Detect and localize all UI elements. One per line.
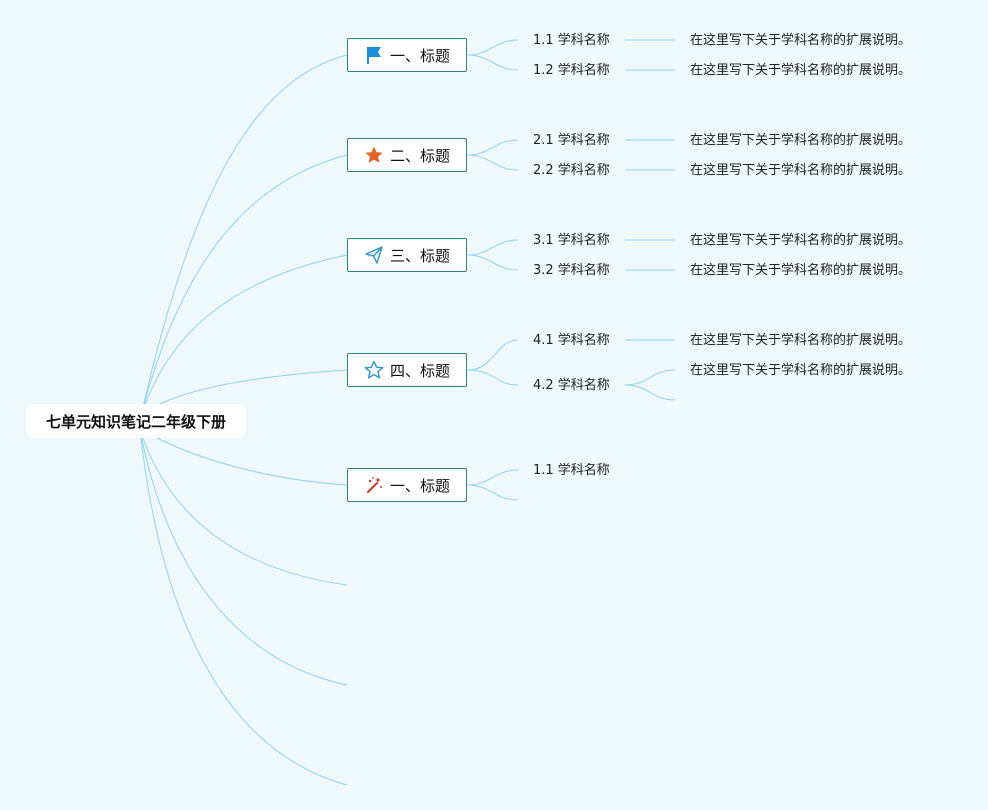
connector-t5-s1: [467, 469, 519, 486]
topic-4[interactable]: 四、标题: [347, 353, 467, 387]
connector-root-topic-2: [139, 154, 348, 421]
connector-root-topic-3: [139, 254, 348, 421]
root-topic-label: 七单元知识笔记二年级下册: [45, 412, 226, 431]
topic-2[interactable]: 二、标题: [347, 138, 467, 172]
subtopic-4-2[interactable]: 4.2 学科名称: [533, 378, 610, 393]
subtopic-2-2[interactable]: 2.2 学科名称: [533, 163, 610, 178]
paper-plane-icon: [365, 246, 383, 264]
topic-1[interactable]: 一、标题: [347, 38, 467, 72]
subtopic-5-1[interactable]: 1.1 学科名称: [533, 463, 610, 478]
connector-t4-n2b: [624, 384, 676, 401]
connector-t4-s1: [467, 339, 519, 371]
connector-t3-s2: [467, 254, 519, 271]
topic-1-label: 一、标题: [389, 46, 450, 65]
subtopic-3-1[interactable]: 3.1 学科名称: [533, 233, 610, 248]
subtopic-2-1[interactable]: 2.1 学科名称: [533, 133, 610, 148]
connector-t4-s2: [467, 369, 519, 386]
connector-t2-s2: [467, 154, 519, 171]
connector-t1-s1: [467, 39, 519, 56]
connector-root-empty-2: [139, 429, 348, 686]
connector-t3-s1: [467, 239, 519, 256]
note-1-1[interactable]: 在这里写下关于学科名称的扩展说明。: [690, 33, 912, 48]
connector-root-topic-5: [154, 436, 348, 486]
connector-t4-n2a: [624, 369, 676, 386]
subtopic-1-1[interactable]: 1.1 学科名称: [533, 33, 610, 48]
note-2-2[interactable]: 在这里写下关于学科名称的扩展说明。: [690, 163, 912, 178]
magic-wand-icon: [366, 477, 382, 493]
connector-root-empty-1: [139, 429, 348, 586]
topic-3[interactable]: 三、标题: [347, 238, 467, 272]
topic-4-label: 四、标题: [389, 361, 450, 380]
connector-t5-s2: [467, 484, 519, 501]
topic-3-label: 三、标题: [389, 246, 450, 265]
note-4-2[interactable]: 在这里写下关于学科名称的扩展说明。: [690, 363, 912, 378]
note-4-1[interactable]: 在这里写下关于学科名称的扩展说明。: [690, 333, 912, 348]
note-2-1[interactable]: 在这里写下关于学科名称的扩展说明。: [690, 133, 912, 148]
star-filled-icon: [365, 146, 383, 163]
connector-root-topic-1: [139, 54, 348, 421]
subtopic-3-2[interactable]: 3.2 学科名称: [533, 263, 610, 278]
topic-5[interactable]: 一、标题: [347, 468, 467, 502]
connector-t2-s1: [467, 139, 519, 156]
connector-root-empty-3: [139, 429, 348, 786]
topic-2-label: 二、标题: [389, 146, 450, 165]
subtopic-4-1[interactable]: 4.1 学科名称: [533, 333, 610, 348]
root-topic[interactable]: 七单元知识笔记二年级下册: [26, 404, 246, 438]
note-1-2[interactable]: 在这里写下关于学科名称的扩展说明。: [690, 63, 912, 78]
star-outline-icon: [364, 360, 384, 379]
topic-5-label: 一、标题: [389, 476, 450, 495]
flag-icon: [366, 47, 381, 64]
connector-t1-s2: [467, 54, 519, 71]
note-3-2[interactable]: 在这里写下关于学科名称的扩展说明。: [690, 263, 912, 278]
note-3-1[interactable]: 在这里写下关于学科名称的扩展说明。: [690, 233, 912, 248]
connector-root-topic-4: [159, 369, 348, 405]
subtopic-1-2[interactable]: 1.2 学科名称: [533, 63, 610, 78]
